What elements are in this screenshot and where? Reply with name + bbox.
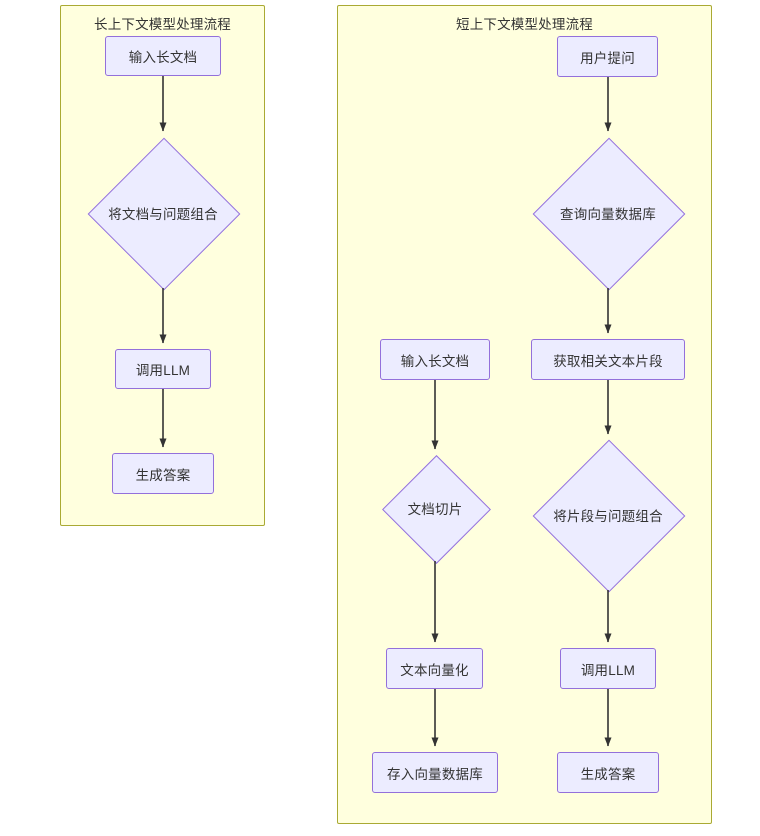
node-lc-answer-label: 生成答案 bbox=[135, 467, 191, 483]
node-sc-answer[interactable]: 生成答案 bbox=[557, 752, 659, 793]
node-sc-store[interactable]: 存入向量数据库 bbox=[372, 752, 498, 793]
node-sc-llm-label: 调用LLM bbox=[580, 662, 636, 678]
node-sc-query-label: 查询向量数据库 bbox=[560, 207, 656, 222]
subgraph-short-context: 短上下文模型处理流程 bbox=[337, 5, 712, 824]
node-lc-input-label: 输入长文档 bbox=[128, 50, 198, 65]
subgraph-short-context-title: 短上下文模型处理流程 bbox=[456, 17, 593, 32]
node-lc-combine[interactable]: 将文档与问题组合 bbox=[87, 137, 241, 291]
node-sc-combine[interactable]: 将片段与问题组合 bbox=[532, 439, 686, 593]
node-sc-question-label: 用户提问 bbox=[580, 50, 635, 66]
node-lc-input[interactable]: 输入长文档 bbox=[105, 36, 221, 76]
node-sc-answer-label: 生成答案 bbox=[580, 766, 636, 782]
node-sc-query[interactable]: 查询向量数据库 bbox=[532, 137, 686, 291]
node-sc-retrieve[interactable]: 获取相关文本片段 bbox=[531, 339, 685, 380]
node-lc-llm-label: 调用LLM bbox=[135, 363, 191, 378]
node-sc-store-label: 存入向量数据库 bbox=[387, 766, 483, 782]
node-sc-split-label: 文档切片 bbox=[407, 502, 463, 517]
node-sc-llm[interactable]: 调用LLM bbox=[560, 648, 656, 689]
node-lc-combine-label: 将文档与问题组合 bbox=[108, 207, 218, 222]
node-sc-retrieve-label: 获取相关文本片段 bbox=[553, 353, 663, 369]
node-sc-embed[interactable]: 文本向量化 bbox=[386, 648, 483, 689]
subgraph-long-context-title: 长上下文模型处理流程 bbox=[94, 17, 231, 32]
node-lc-llm[interactable]: 调用LLM bbox=[115, 349, 211, 389]
node-sc-combine-label: 将片段与问题组合 bbox=[553, 509, 663, 524]
node-sc-question[interactable]: 用户提问 bbox=[557, 36, 658, 77]
node-lc-answer[interactable]: 生成答案 bbox=[112, 453, 214, 494]
node-sc-input-label: 输入长文档 bbox=[400, 353, 470, 369]
node-sc-input[interactable]: 输入长文档 bbox=[380, 339, 490, 380]
node-sc-embed-label: 文本向量化 bbox=[400, 662, 469, 678]
node-sc-split[interactable]: 文档切片 bbox=[381, 454, 491, 564]
